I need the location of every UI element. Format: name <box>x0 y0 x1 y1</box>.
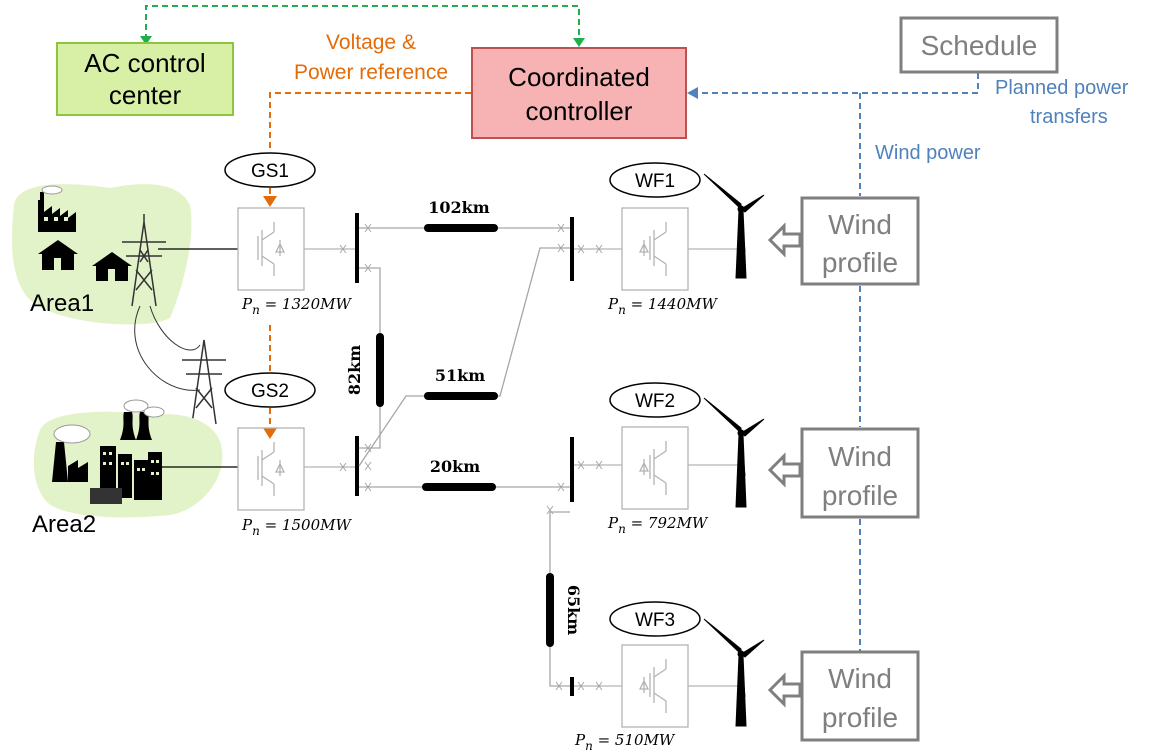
gs1-label: GS1 <box>224 152 316 188</box>
wind-turbine-icon <box>703 618 765 727</box>
planned-transfers-line2: transfers <box>1030 106 1108 128</box>
power-plant-icon <box>120 399 165 440</box>
planned-transfers-link <box>698 73 979 94</box>
gs1-ref-arrow-icon <box>263 196 277 207</box>
power-plant-icon <box>52 424 91 482</box>
wind-profile-arrow-icon <box>767 452 802 488</box>
wind-profile-1-line1: Wind <box>828 209 892 240</box>
wind-profile-2-line1: Wind <box>828 441 892 472</box>
area1-label: Area1 <box>30 290 94 317</box>
p-symbol: P <box>574 731 586 749</box>
wind-profile-1-line2: profile <box>822 247 898 278</box>
cable-labels: 102km 51km 20km 82km 65km <box>345 198 583 635</box>
controller-link-arrow-icon <box>573 38 585 47</box>
cable-82km-label: 82km <box>345 345 364 395</box>
dc-busbars <box>355 213 574 696</box>
cable-65km-label: 65km <box>564 585 583 635</box>
gs1-rated-power: Pn = 1320MW <box>241 295 352 317</box>
wf1-label-text: WF1 <box>635 171 675 192</box>
reference-link-gs1 <box>269 92 471 197</box>
wf3-converter-icon <box>574 644 740 728</box>
gs2-ref-arrow-icon <box>263 428 277 439</box>
wind-turbine-icon <box>703 397 765 508</box>
ac-control-center: AC control center <box>56 42 234 116</box>
house-icon <box>38 240 78 270</box>
wind-profile-3-line1: Wind <box>828 663 892 694</box>
transmission-tower-icon <box>182 339 226 425</box>
p-value: = 1500MW <box>260 516 353 534</box>
wind-power-label: Wind power <box>875 142 981 164</box>
wind-profile-3: Wind profile <box>800 650 920 742</box>
wf2-label-text: WF2 <box>635 391 675 412</box>
wf2-label: WF2 <box>609 382 701 418</box>
p-subscript: n <box>618 522 626 536</box>
p-value: = 1440MW <box>626 295 719 313</box>
schedule-label: Schedule <box>921 30 1038 61</box>
ac-center-line2: center <box>109 80 182 110</box>
p-subscript: n <box>585 739 593 753</box>
wind-profile-3-line2: profile <box>822 702 898 733</box>
wind-profile-1: Wind profile <box>800 196 920 286</box>
factory-icon <box>38 185 76 232</box>
p-value: = 1320MW <box>260 295 353 313</box>
wf1-rated-power: Pn = 1440MW <box>607 295 718 317</box>
area-interconnection <box>134 305 201 391</box>
gs2-rated-power: Pn = 1500MW <box>241 516 352 538</box>
p-symbol: P <box>607 295 619 313</box>
gs2-converter-icon <box>237 427 355 511</box>
wf1-converter-icon <box>574 207 740 291</box>
wind-turbine-icon <box>703 173 765 279</box>
p-symbol: P <box>607 514 619 532</box>
gs2-label: GS2 <box>224 372 316 408</box>
cable-20km-label: 20km <box>430 457 480 476</box>
breaker-marks <box>339 223 603 691</box>
voltage-reference-line1: Voltage & <box>326 31 416 54</box>
p-subscript: n <box>252 303 260 317</box>
coordinated-controller: Coordinated controller <box>471 47 687 139</box>
voltage-reference-line2: Power reference <box>294 61 448 84</box>
wf2-rated-power: Pn = 792MW <box>607 514 709 536</box>
p-subscript: n <box>618 303 626 317</box>
p-subscript: n <box>252 524 260 538</box>
planned-transfer-arrow-icon <box>687 87 698 99</box>
wind-profile-arrow-icon <box>767 672 802 708</box>
ac-link-arrow-icon <box>140 36 152 45</box>
cable-51km-label: 51km <box>435 366 485 385</box>
planned-transfers-line1: Planned power <box>995 77 1129 99</box>
ac-center-line1: AC control <box>84 48 205 78</box>
dc-cables <box>376 224 554 647</box>
house-icon <box>92 252 132 281</box>
coordinated-controller-line2: controller <box>526 96 633 126</box>
gs1-label-text: GS1 <box>251 161 289 182</box>
p-value: = 792MW <box>626 514 709 532</box>
wind-profile-2: Wind profile <box>800 427 920 519</box>
wf1-label: WF1 <box>609 162 701 198</box>
cable-102km-label: 102km <box>428 198 489 217</box>
p-symbol: P <box>241 295 253 313</box>
gs1-converter-icon <box>237 207 355 291</box>
wf3-rated-power: Pn = 510MW <box>574 731 676 753</box>
schedule-box: Schedule <box>899 16 1059 74</box>
ac-to-controller-link <box>145 5 580 42</box>
coordinated-controller-line1: Coordinated <box>508 62 650 92</box>
p-symbol: P <box>241 516 253 534</box>
wf3-label: WF3 <box>609 601 701 637</box>
transmission-tower-icon <box>122 214 166 307</box>
wf3-label-text: WF3 <box>635 610 675 631</box>
area2-label: Area2 <box>32 511 96 538</box>
wind-profile-2-line2: profile <box>822 480 898 511</box>
wind-profile-arrow-icon <box>767 222 802 258</box>
p-value: = 510MW <box>593 731 676 749</box>
wf2-converter-icon <box>574 426 740 510</box>
gs2-label-text: GS2 <box>251 381 289 402</box>
city-icon <box>90 446 162 504</box>
